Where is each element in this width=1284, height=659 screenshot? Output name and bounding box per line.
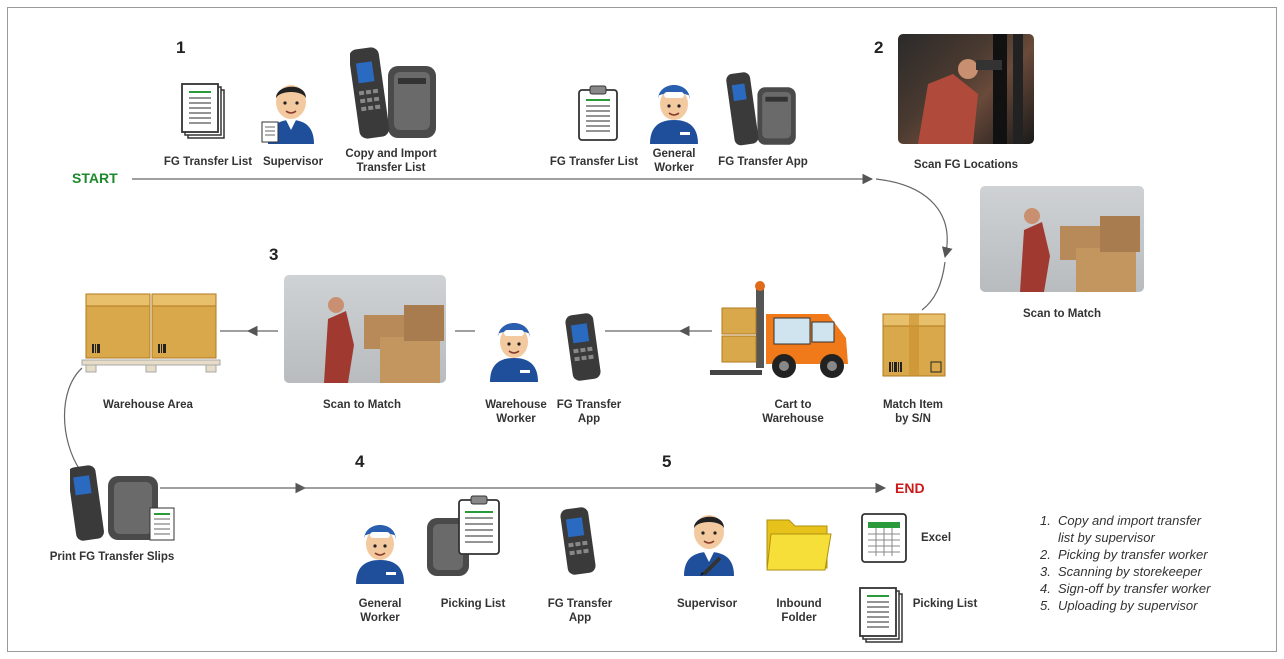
step-number-4: 4 <box>355 452 365 471</box>
arrow-curve-left <box>64 367 83 471</box>
folder-icon <box>766 519 832 571</box>
label-fg-transfer-list-2: FG Transfer List <box>549 156 639 168</box>
arrow-curve-right <box>875 178 953 259</box>
spreadsheet-icon <box>861 513 907 563</box>
label-warehouse-area: Warehouse Area <box>103 399 193 411</box>
label-supervisor-1: Supervisor <box>262 156 324 168</box>
document-stack-icon <box>859 587 903 643</box>
legend-item-3: 3.Scanning by storekeeper <box>1040 564 1202 579</box>
photo-scan-match-2 <box>284 275 446 383</box>
clipboard-icon <box>578 85 618 141</box>
label-scan-fg-locations: Scan FG Locations <box>913 159 1019 171</box>
label-excel: Excel <box>920 532 952 544</box>
pallet-boxes-icon <box>81 293 221 373</box>
scanner-printer-icon <box>350 47 436 139</box>
worker-icon <box>650 85 698 144</box>
box-icon <box>882 313 946 377</box>
step-number-5: 5 <box>662 452 672 471</box>
scanner-icon <box>560 507 596 575</box>
forklift-icon <box>710 281 848 378</box>
label-supervisor-2: Supervisor <box>676 598 738 610</box>
document-stack-icon <box>181 83 225 139</box>
step-number-1: 1 <box>176 38 186 57</box>
label-picking-list-2: Picking List <box>912 598 978 610</box>
photo-scan-locations <box>898 34 1034 144</box>
step-number-3: 3 <box>269 245 279 264</box>
label-fg-transfer-list-1: FG Transfer List <box>163 156 253 168</box>
photo-scan-match <box>980 186 1144 292</box>
printer-clipboard-icon <box>427 495 500 576</box>
start-label: START <box>72 170 118 186</box>
diagram-frame <box>7 7 1277 652</box>
label-scan-to-match-2: Scan to Match <box>323 399 401 411</box>
label-picking-list-1: Picking List <box>440 598 506 610</box>
scanner-printer-icon <box>70 465 175 541</box>
legend-item-2: 2.Picking by transfer worker <box>1040 547 1208 562</box>
supervisor-icon <box>261 85 314 144</box>
step-number-2: 2 <box>874 38 884 57</box>
label-scan-to-match-1: Scan to Match <box>1023 308 1101 320</box>
label-print-slips: Print FG Transfer Slips <box>49 551 175 563</box>
scanner-printer-icon <box>726 72 796 146</box>
supervisor-pen-icon <box>684 515 734 576</box>
worker-icon <box>490 323 538 382</box>
legend-item-5: 5.Uploading by supervisor <box>1040 598 1198 613</box>
worker-icon <box>356 525 404 584</box>
end-label: END <box>895 480 925 496</box>
legend-item-4: 4.Sign-off by transfer worker <box>1040 581 1211 596</box>
scanner-icon <box>565 313 601 381</box>
label-fg-transfer-app-1: FG Transfer App <box>718 156 808 168</box>
arrow-curve-right-2 <box>921 261 946 311</box>
